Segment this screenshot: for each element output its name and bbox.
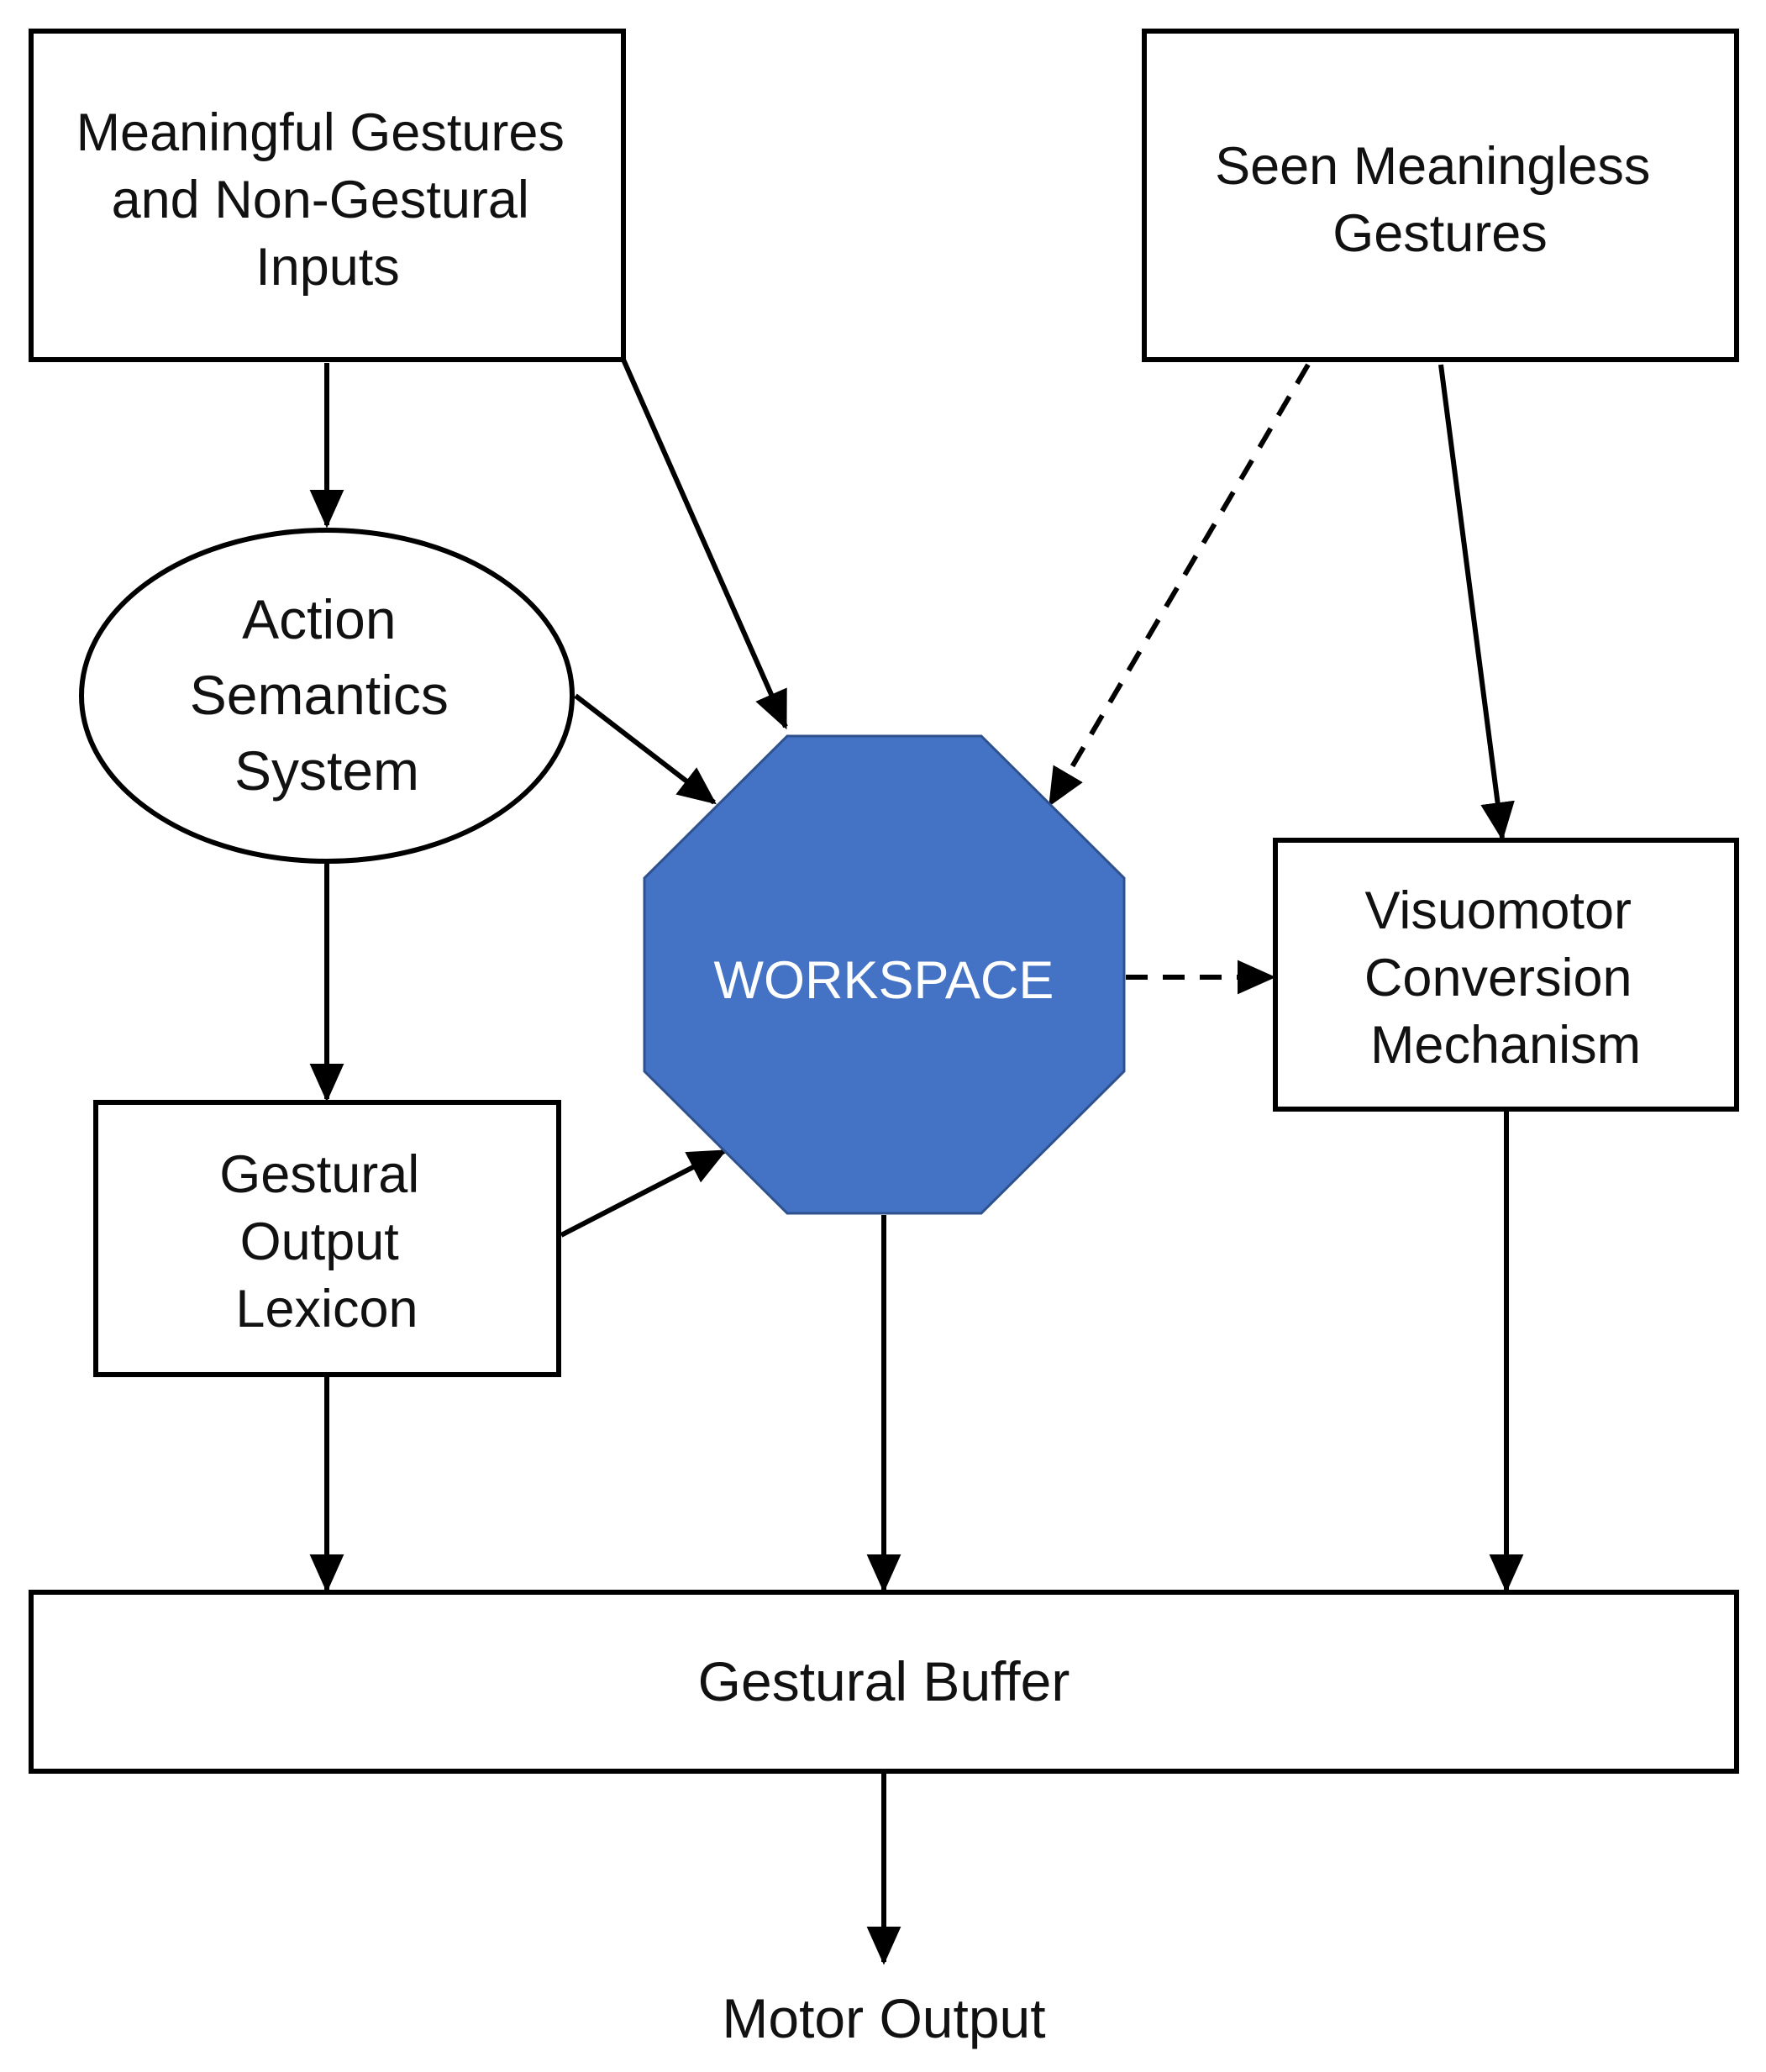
edge-action-semantics-to-workspace xyxy=(574,693,717,805)
edge-output-lexicon-to-workspace xyxy=(560,1149,728,1238)
gestural-buffer-label: Gestural Buffer xyxy=(698,1650,1070,1712)
node-meaningful-gestures: Meaningful Gestures and Non-Gestural Inp… xyxy=(29,29,626,362)
node-action-semantics-system: Action Semantics System xyxy=(79,528,575,864)
edge-meaningful-to-workspace xyxy=(621,358,788,730)
motor-output-label: Motor Output xyxy=(722,1987,1045,2049)
edge-seen-meaningless-to-workspace xyxy=(1048,363,1311,807)
node-seen-meaningless-gestures: Seen Meaningless Gestures xyxy=(1142,29,1739,362)
node-workspace: WORKSPACE xyxy=(643,734,1126,1215)
connectors xyxy=(309,358,1524,1965)
workspace-octagon xyxy=(643,734,1126,1215)
edge-seen-meaningless-to-visuomotor xyxy=(1438,364,1515,841)
gestural-output-lexicon-label: Gestural Output Lexicon xyxy=(219,1145,434,1338)
action-semantics-label: Action Semantics System xyxy=(190,588,464,802)
meaningful-gestures-label: Meaningful Gestures and Non-Gestural Inp… xyxy=(76,103,580,297)
seen-meaningless-label: Seen Meaningless Gestures xyxy=(1215,137,1665,263)
node-motor-output: Motor Output xyxy=(722,1987,1045,2049)
visuomotor-label: Visuomotor Conversion Mechanism xyxy=(1364,881,1647,1075)
workspace-label: WORKSPACE xyxy=(714,951,1054,1010)
node-visuomotor-conversion: Visuomotor Conversion Mechanism xyxy=(1273,838,1739,1112)
node-gestural-output-lexicon: Gestural Output Lexicon xyxy=(93,1100,561,1377)
node-gestural-buffer: Gestural Buffer xyxy=(29,1590,1739,1774)
